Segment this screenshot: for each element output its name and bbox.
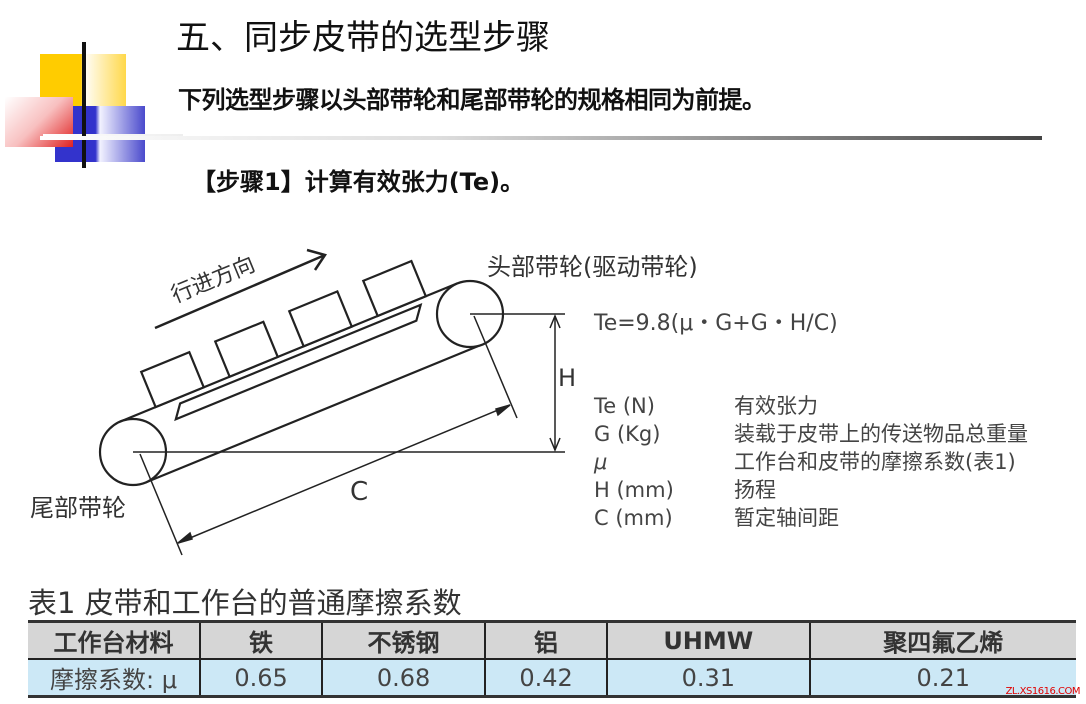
belt-assembly: [120, 259, 483, 484]
step-heading: 【步骤1】计算有效张力(Te)。: [192, 168, 525, 196]
row-label: 摩擦系数: μ: [28, 659, 200, 697]
load-box: [139, 350, 206, 409]
head-pulley-label: 头部带轮(驱动带轮): [487, 253, 698, 281]
table-cell: 0.21: [808, 659, 1076, 697]
friction-table: 工作台材料 铁 不锈钢 铝 UHMW 聚四氟乙烯 摩擦系数: μ 0.65 0.…: [28, 620, 1076, 698]
tension-formula: Te=9.8(μ・G+G・H/C): [594, 311, 838, 336]
table-header-row: 工作台材料 铁 不锈钢 铝 UHMW 聚四氟乙烯: [28, 621, 1076, 660]
h-label: H: [558, 364, 576, 392]
table-cell: 0.68: [321, 659, 485, 697]
table-cell: 0.42: [483, 659, 608, 697]
support-table: [174, 302, 423, 422]
c-label: C: [350, 477, 368, 507]
slide-title: 五、同步皮带的选型步骤: [176, 18, 550, 58]
direction-label: 行进方向: [168, 252, 259, 309]
belt-bottom: [145, 343, 483, 484]
table-row: 摩擦系数: μ 0.65 0.68 0.42 0.31 0.21: [28, 659, 1076, 697]
dimension-lines: [133, 313, 565, 556]
legend-row: G (Kg)装载于皮带上的传送物品总重量: [594, 422, 1028, 446]
legend-row: H (mm)扬程: [594, 478, 776, 502]
watermark: ZL.XS1616.COM: [1005, 686, 1081, 697]
slide-subtitle: 下列选型步骤以头部带轮和尾部带轮的规格相同为前提。: [178, 86, 766, 114]
header-cell: 聚四氟乙烯: [808, 621, 1076, 660]
header-cell: 工作台材料: [28, 621, 200, 660]
legend-row: C (mm)暂定轴间距: [594, 506, 839, 530]
table-cell: 0.31: [606, 659, 810, 697]
table-caption: 表1 皮带和工作台的普通摩擦系数: [28, 586, 462, 620]
header-cell: 铝: [483, 621, 608, 660]
load-box: [213, 320, 280, 379]
table-cell: 0.65: [198, 659, 323, 697]
tail-pulley-label: 尾部带轮: [30, 494, 126, 522]
decorative-logo: [0, 30, 183, 180]
load-box: [361, 259, 428, 318]
header-cell: UHMW: [606, 621, 810, 660]
divider: [40, 136, 1042, 140]
load-box: [287, 290, 354, 348]
legend-row: Te (N)有效张力: [594, 394, 818, 418]
header-cell: 铁: [198, 621, 323, 660]
direction-arrow: [154, 248, 327, 330]
header-cell: 不锈钢: [321, 621, 485, 660]
